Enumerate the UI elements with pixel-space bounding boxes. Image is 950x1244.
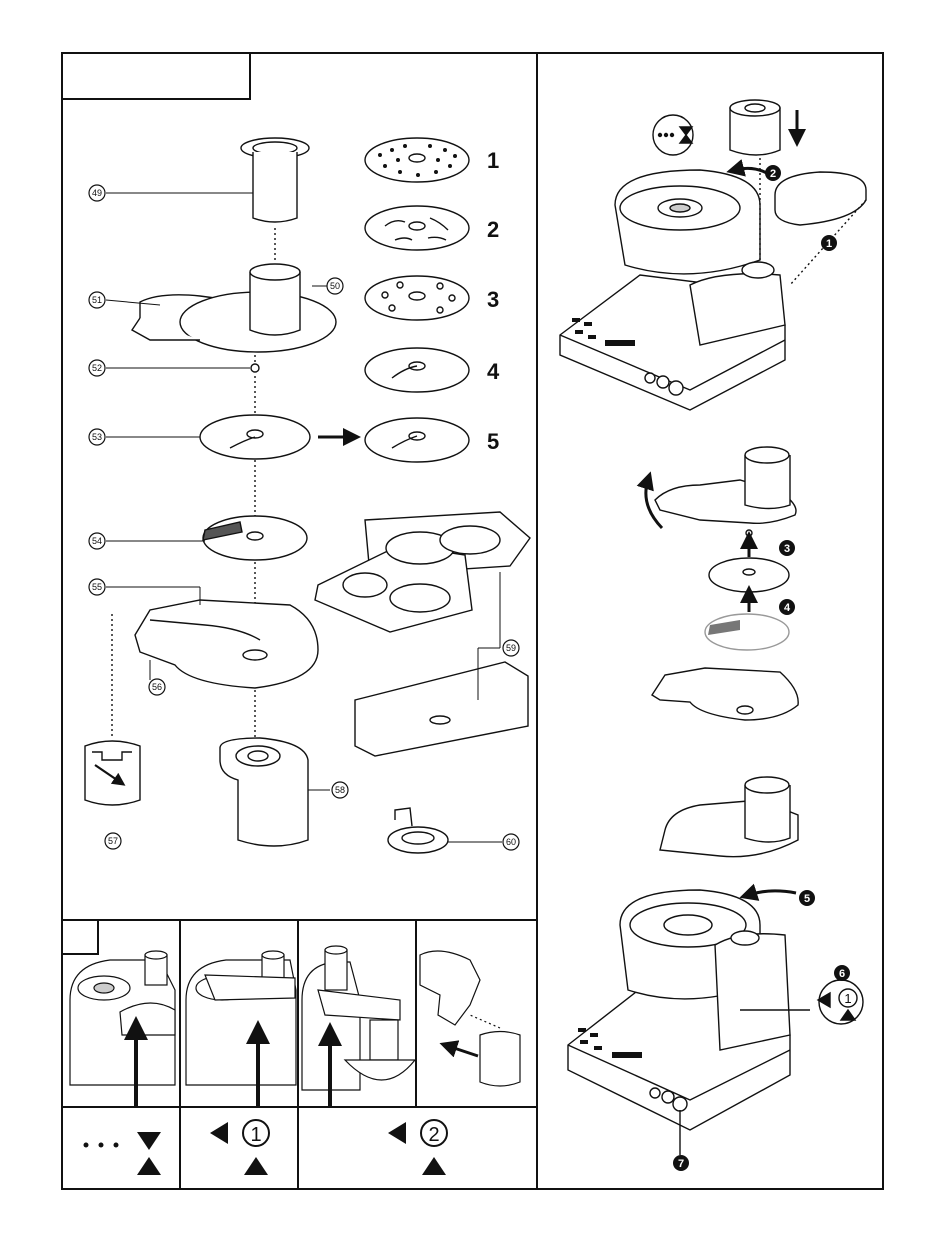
label-55: 55: [92, 582, 102, 592]
grating-disc-part: [203, 516, 307, 560]
step6-speed-label: 1: [844, 991, 851, 1006]
assembly-steps: 1: [560, 100, 866, 1155]
svg-text:5: 5: [804, 893, 810, 905]
disc-2: [365, 206, 469, 250]
appliance-top: [560, 170, 785, 410]
storage-box-part: [315, 512, 530, 756]
parts-diagram: [85, 138, 530, 853]
usage-panel-2: [186, 951, 296, 1107]
disc-number-1: 1: [487, 148, 499, 173]
usage-panel-3: [302, 946, 415, 1107]
disc-4: [365, 348, 469, 392]
appliance-bottom: [568, 777, 810, 1155]
step-badge-6: 6: [834, 965, 850, 981]
disc-number-3: 3: [487, 287, 499, 312]
label-57: 57: [108, 836, 118, 846]
svg-text:1: 1: [826, 238, 832, 250]
step-badge-2: 2: [765, 165, 781, 181]
disc-1: [365, 138, 469, 182]
ring-part: [388, 808, 448, 853]
disc-number-4: 4: [487, 359, 500, 384]
label-51: 51: [92, 295, 102, 305]
svg-text:4: 4: [784, 602, 791, 614]
slicing-disc-part: [200, 415, 310, 459]
pusher-part: [241, 138, 309, 222]
label-50: 50: [330, 281, 340, 291]
cover-top: [775, 172, 866, 285]
step-badge-1: 1: [821, 235, 837, 251]
label-56: 56: [152, 682, 162, 692]
step-badge-5: 5: [799, 890, 815, 906]
step-badge-7: 7: [673, 1155, 689, 1171]
usage-panel-1: [70, 951, 175, 1107]
step-badge-4: 4: [779, 599, 795, 615]
label-59: 59: [506, 643, 516, 653]
container-part: [85, 741, 140, 805]
disc-number-2: 2: [487, 217, 499, 242]
disc-number-5: 5: [487, 429, 499, 454]
svg-text:2: 2: [770, 168, 776, 180]
step-symbol-6: 1: [818, 980, 863, 1024]
label-52: 52: [92, 363, 102, 373]
speed-symbol-panel-b: 1: [210, 1120, 269, 1175]
svg-text:7: 7: [678, 1158, 684, 1170]
speed-symbol-panel-a: [84, 1132, 162, 1175]
step-badge-3: 3: [779, 540, 795, 556]
label-58: 58: [335, 785, 345, 795]
svg-text:3: 3: [784, 543, 790, 555]
lid-part: [132, 264, 336, 352]
svg-text:6: 6: [839, 968, 845, 980]
usage-panels: [70, 946, 520, 1107]
assembly-middle: [646, 447, 798, 720]
label-60: 60: [506, 837, 516, 847]
bowl-insert-part: [135, 600, 318, 688]
label-49: 49: [92, 188, 102, 198]
adapter-part: [220, 738, 308, 846]
disc-3: [365, 276, 469, 320]
speed-2-label: 2: [428, 1124, 439, 1146]
label-53: 53: [92, 432, 102, 442]
speed-1-label: 1: [250, 1124, 261, 1146]
step-symbol-top: [653, 115, 693, 155]
usage-panel-4: [420, 951, 520, 1086]
label-54: 54: [92, 536, 102, 546]
disc-5: [365, 418, 469, 462]
speed-symbol-panel-c: 2: [388, 1120, 447, 1175]
